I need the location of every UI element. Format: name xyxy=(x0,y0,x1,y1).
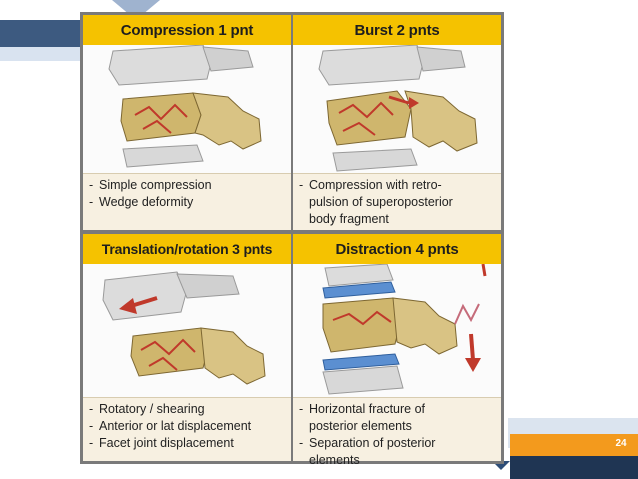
description-line: -Horizontal fracture of xyxy=(299,402,426,416)
description-line: -Wedge deformity xyxy=(89,195,194,209)
panel-title: Compression 1 pnt xyxy=(83,15,291,45)
fracture-classification-figure: Compression 1 pnt -Simple compression -W… xyxy=(80,12,504,467)
panel-description: -Compression with retro- pulsion of supe… xyxy=(293,173,501,230)
description-line: pulsion of superoposterior xyxy=(309,195,453,209)
burst-vertebra-illustration xyxy=(293,45,501,173)
panel-compression: Compression 1 pnt -Simple compression -W… xyxy=(83,15,291,230)
translation-vertebra-illustration xyxy=(83,264,291,397)
slide-footer-bar xyxy=(510,456,638,479)
slide-footer-accent xyxy=(510,434,638,456)
slide-number: 24 xyxy=(615,438,627,449)
panel-title: Burst 2 pnts xyxy=(293,15,501,45)
distraction-vertebra-illustration xyxy=(293,264,501,397)
description-line: -Separation of posterior xyxy=(299,436,436,450)
panel-description: -Horizontal fracture of posterior elemen… xyxy=(293,397,501,467)
slide-decoration-triangle-bottom xyxy=(492,461,510,470)
panel-translation-rotation: Translation/rotation 3 pnts -Rotatory / … xyxy=(83,234,291,461)
panel-burst: Burst 2 pnts -Compression with retro- pu… xyxy=(293,15,501,230)
description-line: elements xyxy=(309,453,360,467)
panel-description: -Simple compression -Wedge deformity xyxy=(83,173,291,230)
description-line: -Simple compression xyxy=(89,178,212,192)
description-line: posterior elements xyxy=(309,419,412,433)
panel-description: -Rotatory / shearing -Anterior or lat di… xyxy=(83,397,291,461)
description-line: body fragment xyxy=(309,212,389,226)
panel-title: Distraction 4 pnts xyxy=(293,234,501,264)
description-line: -Compression with retro- xyxy=(299,178,442,192)
panel-title: Translation/rotation 3 pnts xyxy=(83,234,291,264)
panel-distraction: Distraction 4 pnts -Horizontal fracture … xyxy=(293,234,501,467)
description-line: -Rotatory / shearing xyxy=(89,402,205,416)
description-line: -Anterior or lat displacement xyxy=(89,419,252,433)
compression-vertebra-illustration xyxy=(83,45,291,173)
description-line: -Facet joint displacement xyxy=(89,436,234,450)
